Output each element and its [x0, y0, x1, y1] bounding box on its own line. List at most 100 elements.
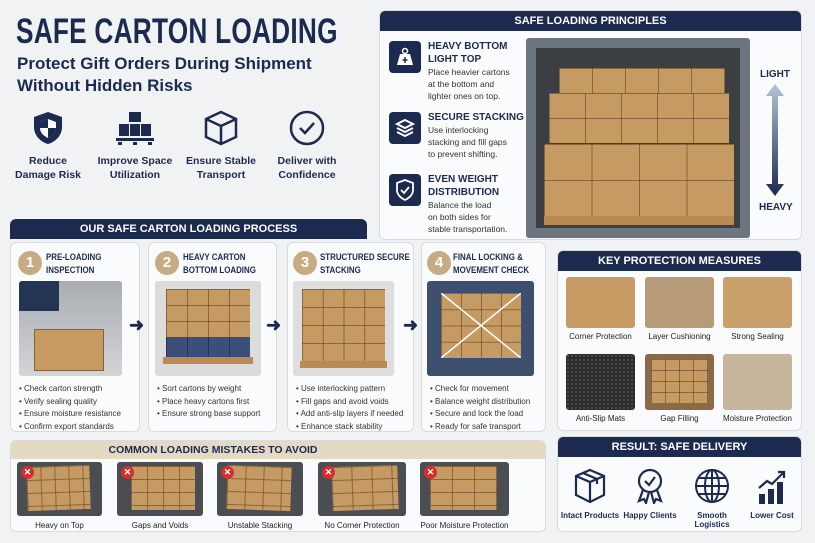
principle-text: lighter ones on top. — [428, 91, 501, 101]
result-smooth-logistics — [692, 468, 732, 509]
protection-label: Gap Filling — [660, 414, 699, 423]
process-step-2: 2 HEAVY CARTON BOTTOM LOADING Sort carton… — [148, 242, 277, 432]
heavy-label: HEAVY — [759, 202, 793, 213]
shield-icon — [34, 112, 62, 144]
feature-label: Transport — [196, 169, 246, 181]
protection-photo — [645, 277, 714, 328]
principle-heavy-bottom: HEAVY BOTTOM LIGHT TOP Place heavier car… — [428, 40, 510, 102]
principle-text: on both sides for — [428, 212, 491, 222]
step-number: 1 — [18, 251, 42, 275]
error-x-icon: ✕ — [121, 466, 134, 479]
subtitle-line-1: Protect Gift Orders During Shipment — [17, 54, 312, 73]
mistake-label: No Corner Protection — [324, 521, 400, 530]
layers-icon — [389, 112, 421, 144]
mistake-photo: ✕ — [217, 462, 303, 516]
step-title: FINAL LOCKING & — [453, 252, 523, 262]
arrow-right-icon: ➜ — [129, 315, 145, 335]
process-step-1: 1 PRE-LOADING INSPECTION Check carton str… — [10, 242, 140, 432]
error-x-icon: ✕ — [221, 466, 234, 479]
feature-label: Damage Risk — [15, 169, 81, 181]
step-title: INSPECTION — [46, 265, 95, 275]
principle-text: at the bottom and — [428, 79, 495, 89]
process-step-4: 4 FINAL LOCKING & MOVEMENT CHECK Check fo… — [421, 242, 546, 432]
step-title: HEAVY CARTON — [183, 252, 246, 262]
principle-text: stacking and fill gaps — [428, 137, 507, 147]
protection-label: Strong Sealing — [731, 332, 784, 341]
mistake-photo: ✕ — [420, 462, 509, 516]
step-bullets: Use interlocking patternFill gaps and av… — [296, 383, 404, 433]
growth-chart-icon — [758, 470, 786, 504]
box-icon — [204, 110, 238, 146]
step-bullets: Sort cartons by weightPlace heavy carton… — [157, 383, 260, 421]
mistake-label: Poor Moisture Protection — [420, 521, 509, 530]
feature-label: Utilization — [109, 169, 161, 181]
check-circle-icon — [289, 110, 325, 146]
protection-label: Anti-Slip Mats — [575, 414, 626, 423]
protection-photo — [566, 354, 635, 410]
principles-header: SAFE LOADING PRINCIPLES — [380, 11, 801, 31]
weight-icon — [389, 41, 421, 73]
protection-photo — [723, 277, 792, 328]
globe-icon — [695, 469, 729, 503]
mistake-label: Unstable Stacking — [227, 521, 293, 530]
subtitle-line-2: Without Hidden Risks — [17, 76, 193, 95]
page-title: SAFE CARTON LOADING — [16, 12, 338, 51]
result-panel: RESULT: SAFE DELIVERY — [557, 436, 802, 532]
step-title: HEAVY CARTON BOTTOM LOADING — [183, 251, 256, 277]
protection-header: KEY PROTECTION MEASURES — [558, 251, 801, 271]
result-happy-clients — [630, 468, 670, 509]
result-lower-cost — [755, 470, 789, 509]
box-icon — [574, 468, 606, 504]
protection-label: Moisture Protection — [723, 414, 792, 423]
protection-label: Layer Cushioning — [648, 332, 711, 341]
error-x-icon: ✕ — [322, 466, 335, 479]
locking-check-photo — [427, 281, 534, 376]
step-number: 2 — [155, 251, 179, 275]
secure-stacking-photo — [293, 281, 394, 376]
arrow-right-icon: ➜ — [266, 315, 282, 335]
principle-text: to prevent shifting. — [428, 149, 498, 159]
step-title: PRE-LOADING INSPECTION — [46, 251, 101, 277]
step-number: 4 — [427, 251, 451, 275]
step-title: BOTTOM LOADING — [183, 265, 256, 275]
process-header: OUR SAFE CARTON LOADING PROCESS — [10, 219, 367, 239]
step-number: 3 — [293, 251, 317, 275]
feature-space-utilization: Improve Space Utilization — [90, 110, 180, 182]
feature-label: Confidence — [278, 169, 336, 181]
result-label: Smooth Logistics — [694, 511, 730, 529]
feature-stable-transport: Ensure Stable Transport — [176, 110, 266, 182]
shield-check-icon — [389, 174, 421, 206]
step-title: FINAL LOCKING & MOVEMENT CHECK — [453, 251, 529, 277]
feature-label: Reduce — [29, 155, 67, 167]
step-title: PRE-LOADING — [46, 252, 102, 262]
result-intact-products — [567, 468, 613, 509]
feature-label: Deliver with — [277, 155, 337, 167]
result-label: Happy Clients — [623, 511, 677, 520]
result-label: Lower Cost — [750, 511, 794, 520]
arrow-right-icon: ➜ — [403, 315, 419, 335]
step-bullets: Check for movementBalance weight distrib… — [430, 383, 530, 433]
result-label: Intact Products — [560, 511, 620, 520]
error-x-icon: ✕ — [424, 466, 437, 479]
principle-text: Place heavier cartons — [428, 67, 510, 77]
mistake-label: Gaps and Voids — [131, 521, 189, 530]
protection-photo — [566, 277, 635, 328]
mistake-photo: ✕ — [17, 462, 102, 516]
step-title: STRUCTURED SECURE STACKING — [320, 251, 410, 277]
step-bullets: Check carton strengthVerify sealing qual… — [19, 383, 121, 433]
feature-label: Ensure Stable — [185, 155, 257, 167]
step-title: STRUCTURED SECURE — [320, 252, 410, 262]
protection-photo — [723, 354, 792, 410]
light-heavy-arrow-icon — [766, 84, 784, 196]
principle-title: SECURE STACKING — [428, 112, 524, 123]
principle-text: Use interlocking — [428, 125, 489, 135]
process-step-3: 3 STRUCTURED SECURE STACKING Use interloc… — [287, 242, 414, 432]
container-loading-image — [526, 38, 750, 238]
pallet-boxes-icon — [116, 112, 154, 145]
inspection-photo — [19, 281, 122, 376]
principle-text: stable transportation. — [428, 224, 508, 234]
feature-label: Improve Space — [97, 155, 173, 167]
principle-title: LIGHT TOP — [428, 54, 482, 65]
step-title: MOVEMENT CHECK — [453, 265, 530, 275]
step-title: STACKING — [320, 265, 361, 275]
